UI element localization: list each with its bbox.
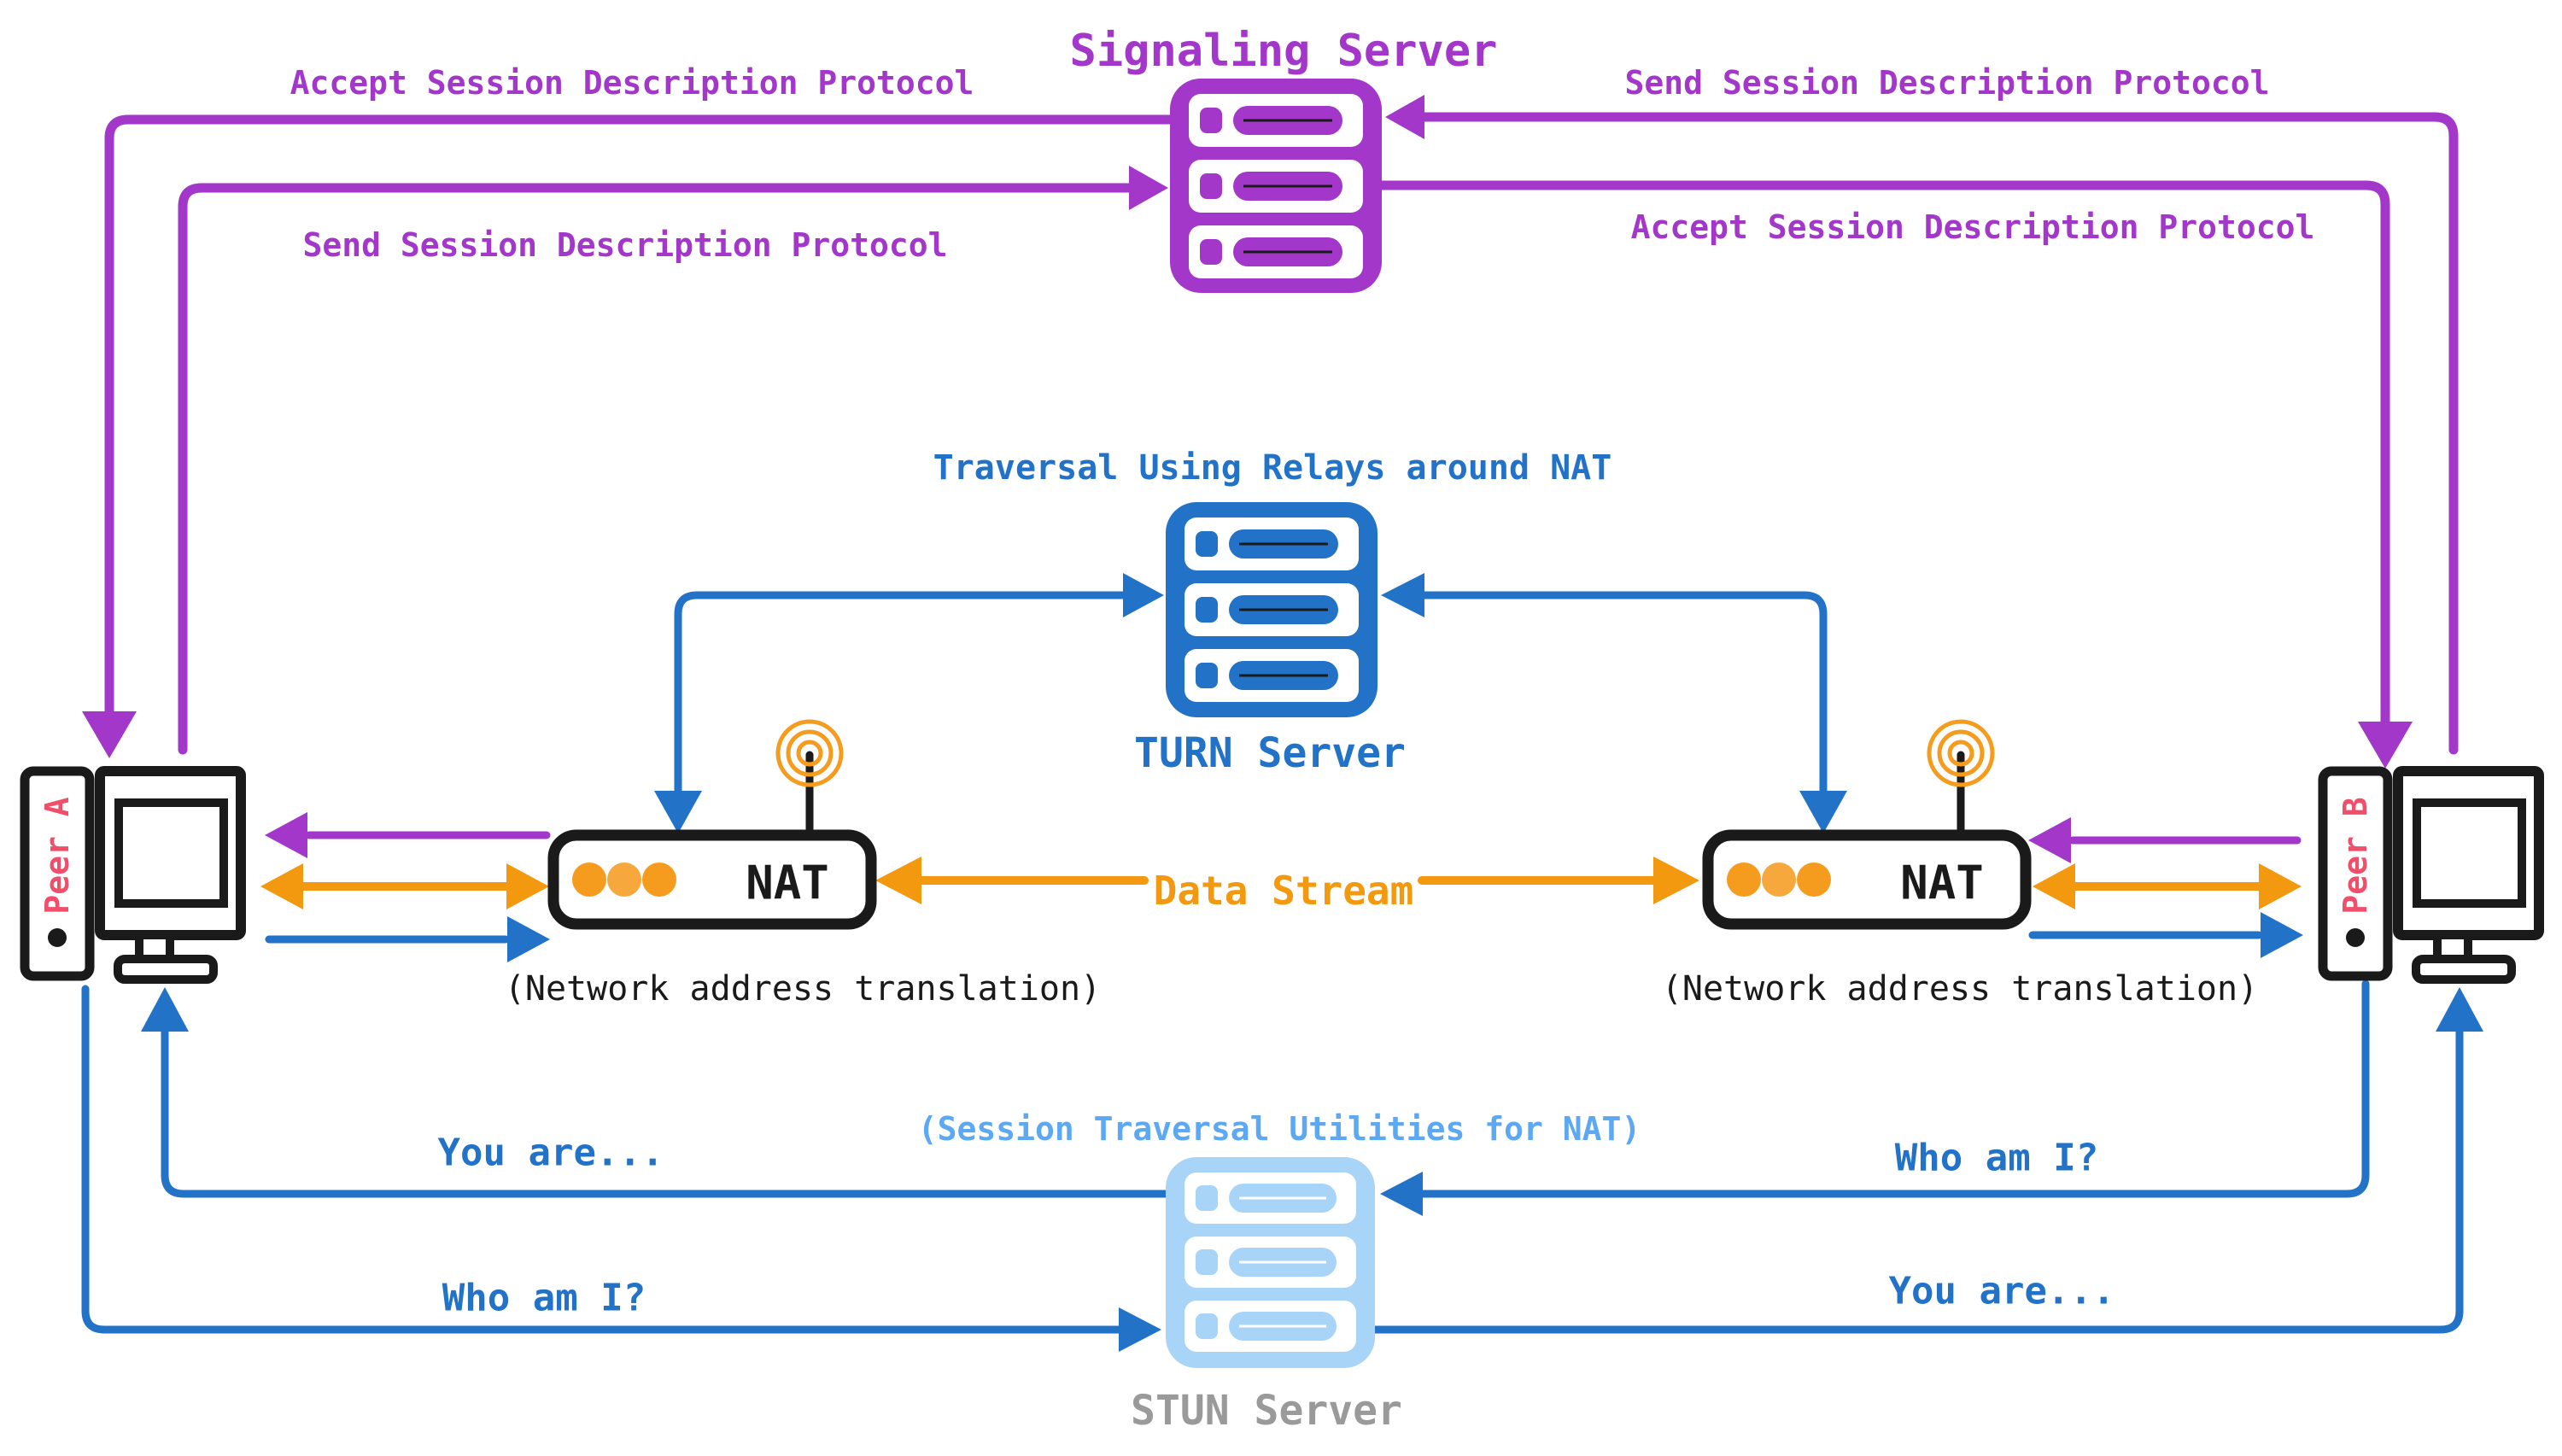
router-led: [607, 862, 641, 897]
arrowhead-down-nat-left: [654, 791, 702, 833]
peer-a-icon: Peer A: [20, 766, 246, 984]
power-dot-b: [2346, 928, 2365, 947]
you-are-label-right: You are...: [1889, 1270, 2115, 1313]
nat-label-right: NAT: [1900, 857, 1984, 910]
arrowhead-right-into-stun: [1119, 1307, 1161, 1352]
arrowhead-left-peer-a-orange: [260, 863, 303, 909]
arrowhead-left-peer-a: [265, 812, 307, 858]
stand-base-a: [114, 955, 218, 984]
stun-subtitle: (Session Traversal Utilities for NAT): [918, 1110, 1641, 1148]
nat-right-icon: NAT: [1702, 719, 2032, 930]
stun-who-am-i-right: [1417, 979, 2370, 1198]
arrowhead-right-nat-orange: [506, 863, 549, 909]
arrowhead-left-data-stream: [875, 857, 921, 904]
stand-base-b: [2412, 955, 2516, 984]
turn-subtitle: Traversal Using Relays around NAT: [933, 448, 1612, 488]
router-led: [642, 862, 676, 897]
peer-b-icon: Peer B: [2318, 766, 2544, 984]
send-sdp-label-left: Send Session Description Protocol: [303, 226, 948, 264]
arrowhead-up-peer-b: [2436, 987, 2483, 1032]
arrowhead-left-into-turn: [1381, 573, 1424, 617]
nat-sublabel-right: (Network address translation): [1662, 969, 2258, 1009]
nat-label-left: NAT: [746, 857, 829, 910]
router-led: [1797, 862, 1831, 897]
arrowhead-left-into-signaling: [1385, 95, 1424, 139]
screen-a: [114, 798, 228, 908]
router-led: [1762, 862, 1796, 897]
arrow-accept-sdp-to-peer-a: [104, 114, 1175, 721]
screen-b: [2413, 798, 2526, 908]
you-are-label-left: You are...: [438, 1131, 664, 1175]
router-body-left: [547, 829, 877, 930]
arrowhead-down-peer-b: [2358, 722, 2413, 769]
stun-you-are-right: [1371, 1026, 2464, 1334]
data-stream-label: Data Stream: [1154, 868, 1414, 914]
peer-a-label: Peer A: [38, 797, 76, 914]
arrow-accept-sdp-to-peer-b: [1377, 180, 2390, 731]
arrowhead-left-nat-right: [2028, 817, 2071, 863]
who-am-i-label-left: Who am I?: [442, 1277, 646, 1320]
arrowhead-down-peer-a: [82, 711, 137, 758]
stun-paths: [81, 912, 2483, 1352]
router-led: [1727, 862, 1761, 897]
signaling-server-icon: [1170, 79, 1382, 293]
turn-link-left: [674, 591, 1129, 797]
wifi-icon: [1947, 740, 1974, 767]
turn-paths: [654, 573, 1847, 833]
arrowhead-right-into-signaling: [1129, 166, 1168, 210]
stun-server-label: STUN Server: [1131, 1387, 1402, 1435]
arrowhead-right-into-turn: [1123, 573, 1164, 617]
who-am-i-label-right: Who am I?: [1895, 1137, 2098, 1180]
signaling-paths: [82, 95, 2459, 863]
tower-b: [2318, 766, 2393, 981]
arrowhead-right-nat-left: [507, 916, 550, 962]
arrowhead-right-data-stream: [1653, 857, 1699, 904]
turn-server-icon: [1166, 502, 1378, 717]
tower-a: [20, 766, 95, 981]
arrowhead-down-nat-right: [1799, 791, 1847, 833]
nat-left-icon: NAT: [547, 719, 877, 930]
peer-b-label: Peer B: [2337, 797, 2374, 914]
arrowhead-left-into-stun: [1380, 1172, 1423, 1216]
arrowhead-left-nat-right-orange: [2033, 863, 2075, 909]
stun-server-icon: [1166, 1157, 1375, 1368]
wifi-icon: [796, 740, 823, 767]
stun-who-am-i-left: [81, 985, 1125, 1334]
accept-sdp-label-right: Accept Session Description Protocol: [1631, 208, 2315, 246]
power-dot-a: [48, 928, 67, 947]
router-body-right: [1702, 829, 2032, 930]
turn-server-label: TURN Server: [1134, 729, 1406, 777]
stun-you-are-left: [161, 1026, 1170, 1198]
arrowhead-up-peer-a: [141, 987, 189, 1032]
turn-link-right: [1418, 591, 1828, 797]
arrowhead-right-peer-b-orange: [2259, 863, 2302, 909]
arrow-send-sdp-from-peer-b: [1418, 112, 2459, 755]
arrow-send-sdp-from-peer-a: [178, 183, 1136, 755]
arrowhead-right-peer-b: [2261, 912, 2303, 958]
accept-sdp-label-left: Accept Session Description Protocol: [290, 64, 974, 102]
data-paths: [260, 857, 2302, 909]
signaling-server-title: Signaling Server: [1070, 26, 1498, 77]
send-sdp-label-right: Send Session Description Protocol: [1625, 64, 2270, 102]
router-led: [572, 862, 606, 897]
nat-sublabel-left: (Network address translation): [505, 969, 1101, 1009]
